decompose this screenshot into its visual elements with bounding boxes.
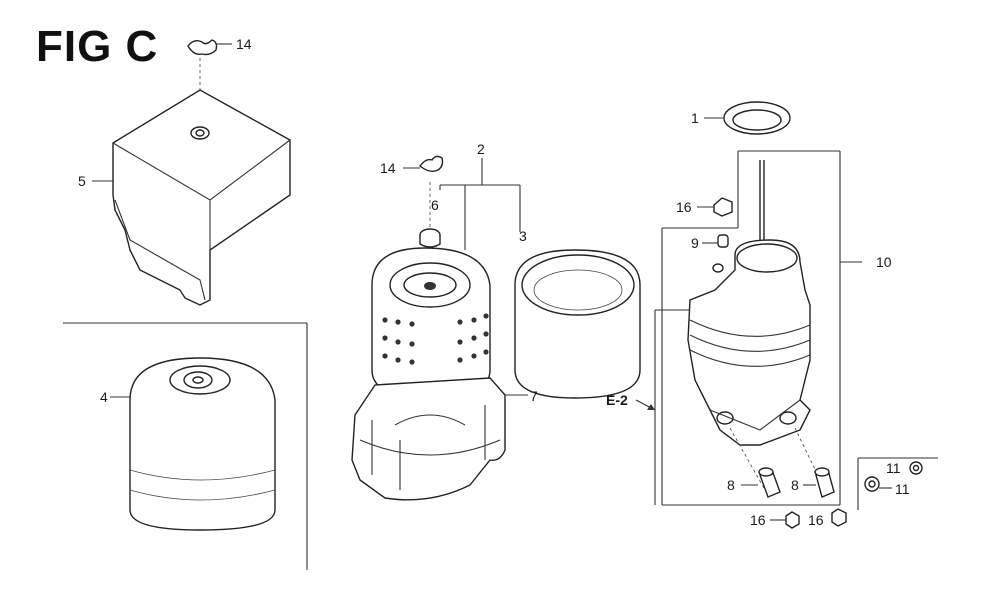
nut-part-16-lower-right [831, 508, 847, 527]
bracket-part-10 [661, 150, 862, 506]
collar-part-9 [702, 234, 729, 248]
grommet-part-6 [419, 228, 441, 248]
callout-10: 10 [876, 254, 892, 270]
callout-16-lower-left: 16 [750, 512, 766, 528]
nut-part-16-lower-left [770, 511, 800, 529]
callout-6: 6 [431, 197, 439, 213]
nut-part-11-a [909, 461, 923, 475]
inner-cover-part-4 [110, 357, 276, 531]
callout-8-left: 8 [727, 477, 735, 493]
callout-2: 2 [477, 141, 485, 157]
callout-7: 7 [530, 388, 538, 404]
elbow-part-10 [687, 160, 826, 491]
gasket-part-1 [704, 101, 791, 135]
nut-part-11-b [864, 476, 892, 492]
wing-nut-part-14-top [187, 39, 232, 56]
callout-16-upper: 16 [676, 199, 692, 215]
callout-5: 5 [78, 173, 86, 189]
group-box-part-11 [857, 457, 938, 510]
cover-part-5 [92, 89, 291, 306]
collar-part-8-left [741, 467, 781, 498]
callout-3: 3 [519, 228, 527, 244]
callout-8-right: 8 [791, 477, 799, 493]
collar-part-8-right [803, 467, 835, 498]
callout-11-lower: 11 [895, 481, 910, 497]
callout-11-upper: 11 [886, 460, 901, 476]
filter-base-part-7 [351, 377, 528, 501]
wing-nut-part-14-middle [403, 155, 444, 173]
bolt-part-16-upper [697, 197, 733, 217]
callout-14-top: 14 [236, 36, 252, 52]
filter-element-part-2 [371, 247, 491, 399]
callout-14-middle: 14 [380, 160, 396, 176]
callout-16-lower-right: 16 [808, 512, 824, 528]
callout-1: 1 [691, 110, 699, 126]
reference-e2: E-2 [606, 392, 628, 408]
callout-4: 4 [100, 389, 108, 405]
figure-title: FIG C [36, 22, 159, 71]
reference-arrow [635, 399, 656, 411]
callout-9: 9 [691, 235, 699, 251]
foam-element-part-3 [514, 249, 641, 399]
bracket-part-2-3 [429, 158, 521, 250]
